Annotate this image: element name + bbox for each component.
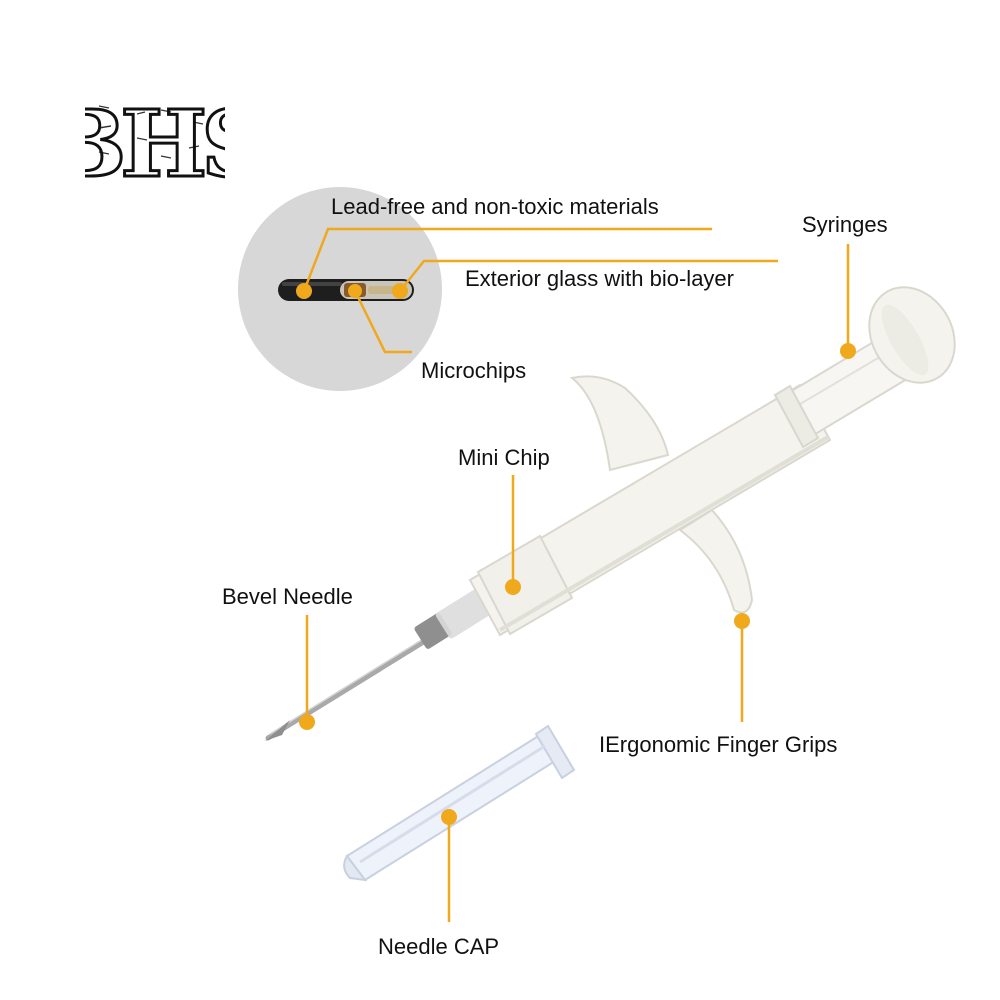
dot-finger-grips [734, 613, 750, 629]
dot-microchips [348, 284, 362, 298]
label-syringes: Syringes [802, 212, 888, 237]
label-mini-chip: Mini Chip [458, 445, 550, 470]
dot-bevel-needle [299, 714, 315, 730]
needle-cap-shape [343, 724, 576, 882]
label-bevel-needle: Bevel Needle [222, 584, 353, 609]
label-finger-grips: IErgonomic Finger Grips [599, 732, 838, 757]
dot-syringes [840, 343, 856, 359]
label-microchips: Microchips [421, 358, 527, 383]
label-lead-free: Lead-free and non-toxic materials [331, 194, 659, 219]
label-exterior-glass: Exterior glass with bio-layer [465, 266, 734, 291]
dot-mini-chip [505, 579, 521, 595]
dot-exterior-glass [392, 283, 408, 299]
bhs-logo: BHS [85, 66, 225, 196]
syringe-body-shape [468, 286, 956, 637]
dot-needle-cap [441, 809, 457, 825]
callout-dots [296, 283, 856, 825]
callout-lines [302, 227, 850, 922]
label-needle-cap: Needle CAP [378, 934, 500, 959]
dot-lead-free [296, 283, 312, 299]
